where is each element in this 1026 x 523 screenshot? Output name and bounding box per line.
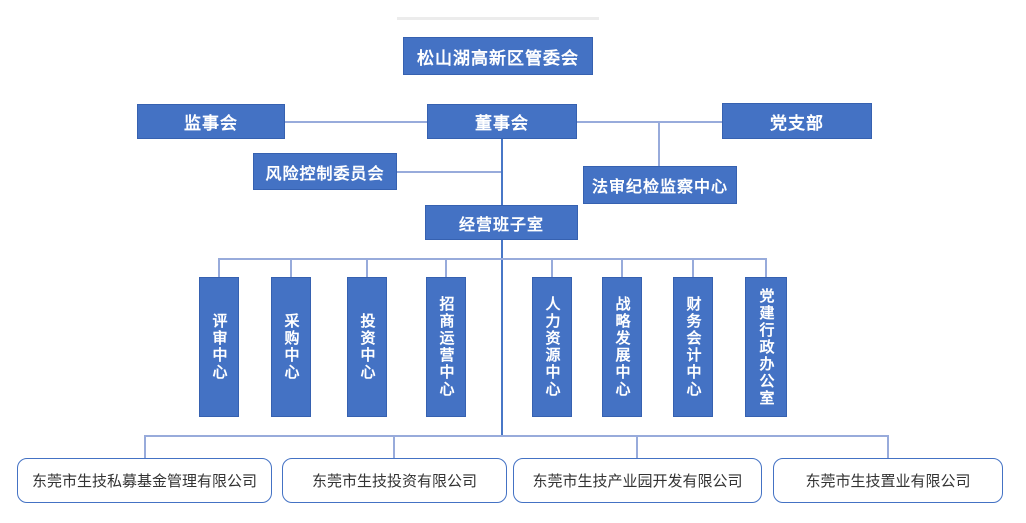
connector-stub-dept-6 bbox=[621, 258, 623, 278]
node-subsidiary-investment: 东莞市生技投资有限公司 bbox=[282, 458, 507, 503]
connector-stub-sub-3 bbox=[636, 435, 638, 458]
connector-spine-management-bottom bbox=[501, 240, 503, 436]
connector-stub-dept-2 bbox=[290, 258, 292, 278]
connector-department-rail bbox=[218, 258, 767, 260]
connector-stub-sub-1 bbox=[144, 435, 146, 458]
faint-artifact-line bbox=[397, 17, 599, 20]
node-party-branch: 党支部 bbox=[722, 103, 872, 139]
node-board-of-directors: 董事会 bbox=[427, 104, 577, 139]
node-risk-control-committee: 风险控制委员会 bbox=[253, 153, 397, 190]
connector-stub-dept-1 bbox=[218, 258, 220, 278]
node-subsidiary-private-fund-management: 东莞市生技私募基金管理有限公司 bbox=[17, 458, 272, 503]
connector-stub-dept-5 bbox=[551, 258, 553, 278]
node-dept-procurement-center: 采购中心 bbox=[271, 277, 311, 417]
connector-board-party bbox=[577, 121, 722, 123]
node-subsidiary-real-estate: 东莞市生技置业有限公司 bbox=[773, 458, 1003, 503]
connector-stub-sub-4 bbox=[887, 435, 889, 458]
node-dept-strategic-development-center: 战略发展中心 bbox=[602, 277, 642, 417]
connector-stub-dept-7 bbox=[692, 258, 694, 278]
connector-drop-legal-center bbox=[658, 121, 660, 166]
node-subsidiary-industrial-park-development: 东莞市生技产业园开发有限公司 bbox=[513, 458, 762, 503]
node-management-committee: 松山湖高新区管委会 bbox=[403, 37, 593, 75]
connector-stub-sub-2 bbox=[393, 435, 395, 458]
node-dept-finance-accounting-center: 财务会计中心 bbox=[673, 277, 713, 417]
connector-spine-board-management bbox=[501, 139, 503, 205]
node-dept-party-building-admin-office: 党建行政办公室 bbox=[745, 277, 787, 417]
connector-subsidiary-rail bbox=[144, 435, 889, 437]
connector-supervisory-board bbox=[285, 121, 427, 123]
node-dept-investment-promotion-operations-center: 招商运营中心 bbox=[426, 277, 466, 417]
node-dept-review-center: 评审中心 bbox=[199, 277, 239, 417]
node-management-office: 经营班子室 bbox=[425, 205, 578, 240]
node-dept-investment-center: 投资中心 bbox=[347, 277, 387, 417]
connector-risk-spine bbox=[397, 171, 501, 173]
node-legal-audit-discipline-center: 法审纪检监察中心 bbox=[583, 166, 737, 204]
connector-stub-dept-4 bbox=[445, 258, 447, 278]
connector-stub-dept-8 bbox=[765, 258, 767, 278]
node-dept-human-resources-center: 人力资源中心 bbox=[532, 277, 572, 417]
node-supervisory-board: 监事会 bbox=[137, 104, 285, 139]
connector-stub-dept-3 bbox=[366, 258, 368, 278]
